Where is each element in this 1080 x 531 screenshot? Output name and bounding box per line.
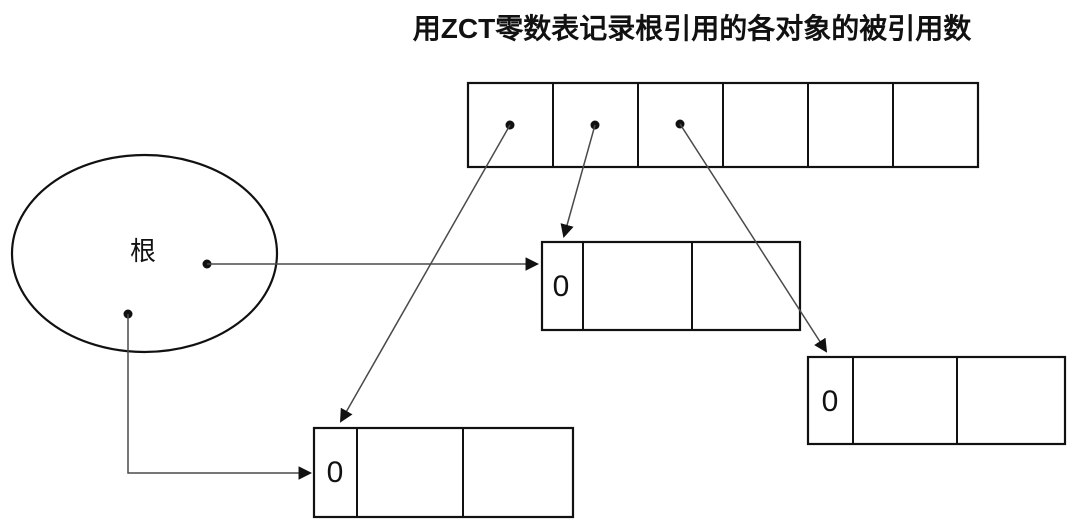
arrow-root-to-bottom-object xyxy=(127,314,313,480)
object-middle-ref-count: 0 xyxy=(553,270,570,303)
object-middle: 0 xyxy=(540,240,802,332)
arrow-zct3-to-right-object xyxy=(679,123,828,353)
object-middle-outline xyxy=(540,240,802,332)
zct-table xyxy=(466,81,980,169)
object-bottom-outline xyxy=(312,426,575,519)
object-right-outline xyxy=(806,355,1067,446)
pointer-arrows xyxy=(127,123,828,480)
object-bottom-ref-count: 0 xyxy=(327,456,344,489)
root-node: 根 xyxy=(10,153,279,354)
arrow-zct1-to-bottom-object xyxy=(339,124,511,423)
object-right-ref-count: 0 xyxy=(822,385,839,418)
root-label: 根 xyxy=(130,236,156,266)
root-ellipse xyxy=(10,153,279,354)
arrow-zct2-to-middle-object xyxy=(560,124,596,238)
object-right: 0 xyxy=(806,355,1067,446)
diagram-title: 用ZCT零数表记录根引用的各对象的被引用数 xyxy=(413,12,972,44)
object-bottom: 0 xyxy=(312,426,575,519)
